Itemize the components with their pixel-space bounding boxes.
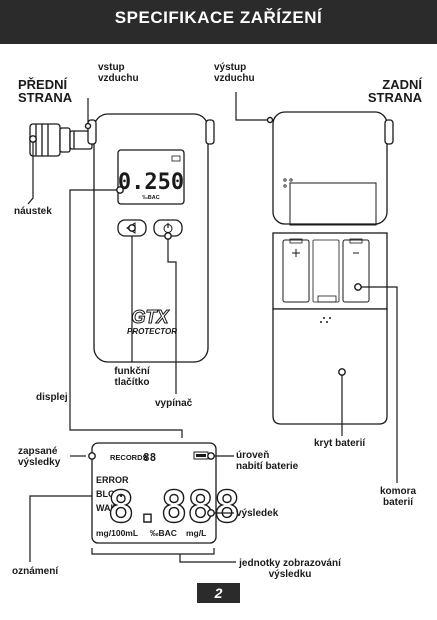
back-body: [272, 111, 388, 225]
page-title: SPECIFIKACE ZAŘÍZENÍ: [114, 8, 323, 27]
stored-results-label: zapsané výsledky: [18, 446, 61, 468]
lcd-blow: BLOW: [96, 489, 124, 499]
page-number-badge: 2: [197, 583, 240, 603]
display-units-label: jednotky zobrazování výsledku: [239, 558, 341, 580]
back-device: [272, 111, 394, 425]
battery-level-label: úroveň nabití baterie: [236, 450, 299, 472]
lcd-digits: 8.888: [108, 482, 240, 533]
lcd-error: ERROR: [96, 475, 129, 485]
callout-markers: [29, 116, 362, 517]
brand-subtitle: PROTECTOR: [127, 327, 177, 336]
lcd-records-digits: 88: [143, 451, 156, 464]
back-title: ZADNÍ STRANA: [367, 77, 422, 105]
front-screen: [117, 149, 185, 205]
callout-lines: [27, 92, 398, 563]
brand-logo: GTX: [131, 307, 169, 327]
power-button-label: vypínač: [155, 398, 193, 409]
front-title: PŘEDNÍ STRANA: [18, 77, 73, 105]
battery-cover-label: kryt baterií: [314, 438, 366, 449]
lcd-unit-mgl: mg/L: [186, 528, 206, 538]
lcd-wait: WAIT: [96, 503, 119, 513]
display-label: displej: [36, 392, 68, 403]
front-screen-unit: ‰BAC: [142, 195, 159, 201]
battery-cover: [272, 308, 388, 425]
air-inlet-label: vstup vzduchu: [98, 62, 139, 84]
lcd-unit-mg100ml: mg/100mL: [96, 528, 138, 538]
air-outlet-label: výstup vzduchu: [214, 62, 255, 84]
lcd-unit-bac: ‰BAC: [150, 528, 177, 538]
back-label-area: [289, 182, 377, 226]
notifications-label: oznámení: [12, 566, 59, 577]
front-screen-value: 0.250: [118, 170, 184, 195]
page-number: 2: [214, 585, 223, 601]
function-button-label: funkční tlačítko: [114, 366, 150, 388]
battery-compartment-label: komora baterií: [379, 486, 417, 508]
battery-compartment: [272, 232, 388, 310]
front-device: [29, 113, 215, 363]
result-label: výsledek: [236, 508, 279, 519]
lcd-panel: [91, 442, 217, 544]
mouthpiece-label: náustek: [14, 206, 52, 217]
lcd-records: RECORDS: [110, 453, 148, 462]
mouthpiece-icon: [29, 123, 93, 157]
header-bar: SPECIFIKACE ZAŘÍZENÍ: [0, 0, 437, 44]
